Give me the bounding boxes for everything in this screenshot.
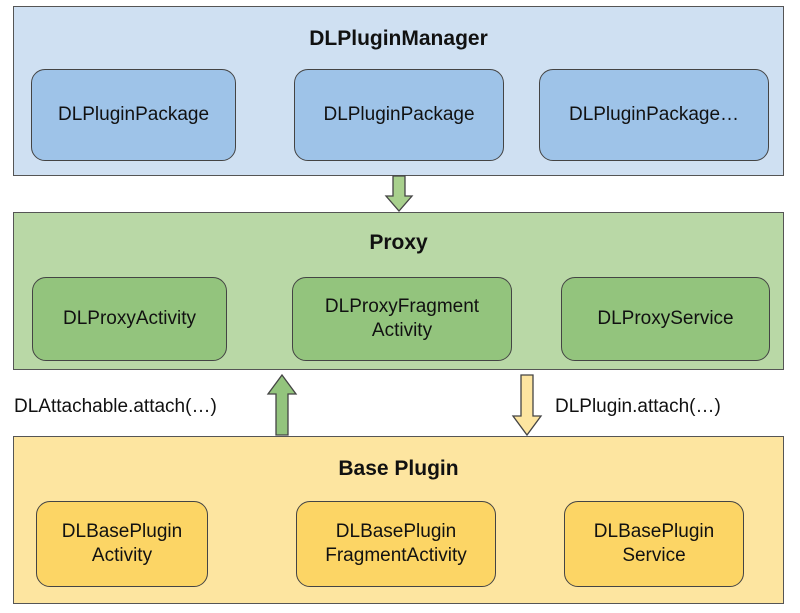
plugin-attach-arrow [511,374,543,437]
base-plugin-layer: Base Plugin DLBasePlugin Activity DLBase… [13,436,784,604]
plugin-package-box-1: DLPluginPackage [31,69,236,161]
base-plugin-title: Base Plugin [338,457,459,480]
proxy-activity-box: DLProxyActivity [32,277,227,361]
base-plugin-activity-box: DLBasePlugin Activity [36,501,208,587]
plugin-attach-label: DLPlugin.attach(…) [555,396,721,417]
base-plugin-fragment-activity-box: DLBasePlugin FragmentActivity [296,501,496,587]
proxy-fragment-activity-box: DLProxyFragment Activity [292,277,512,361]
proxy-service-box: DLProxyService [561,277,770,361]
plugin-manager-layer: DLPluginManager DLPluginPackage DLPlugin… [13,6,784,176]
proxy-title: Proxy [369,231,428,254]
plugin-package-box-3: DLPluginPackage… [539,69,769,161]
manager-to-proxy-arrow [384,175,414,212]
attachable-attach-label: DLAttachable.attach(…) [14,396,217,417]
attachable-attach-arrow [266,373,298,436]
base-plugin-service-box: DLBasePlugin Service [564,501,744,587]
proxy-layer: Proxy DLProxyActivity DLProxyFragment Ac… [13,212,784,370]
plugin-manager-title: DLPluginManager [309,27,488,50]
plugin-package-box-2: DLPluginPackage [294,69,504,161]
